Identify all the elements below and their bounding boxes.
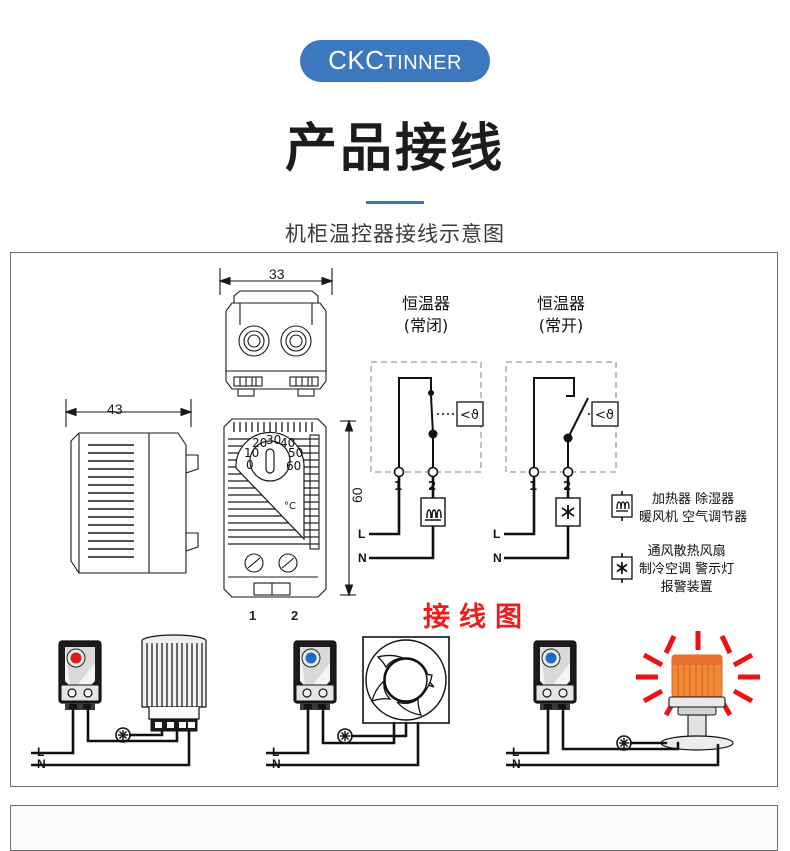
svg-text:0: 0 (246, 458, 254, 472)
circuit-2-line-neutral: N (493, 551, 502, 565)
circuit-2-title-line1: 恒温器 (536, 294, 585, 313)
device-side-view (46, 393, 226, 593)
circuit-1-title: 恒温器 (常闭) (366, 293, 486, 337)
wiring-diagram-red-title: 接线图 (423, 602, 531, 633)
brand-badge-secondary: TINNER (384, 52, 462, 74)
svg-text:10: 10 (244, 446, 259, 460)
wiring-1-line-live: L (37, 745, 45, 759)
wiring-3-line-live: L (512, 745, 520, 759)
brand-badge-primary: CKC (328, 45, 385, 75)
circuit-2-line-live: L (493, 527, 501, 541)
circuit-2-title-line2: (常开) (538, 316, 584, 335)
device-front-view: 0 10 20 30 40 50 60 °C (206, 413, 366, 603)
dimension-width-side: 43 (107, 401, 123, 417)
circuit-1-title-line2: (常闭) (403, 316, 449, 335)
svg-text:<ϑ: <ϑ (595, 408, 614, 423)
circuit-1-line-live: L (358, 527, 366, 541)
legend-fan-icon (609, 553, 635, 583)
circuit-1-title-line1: 恒温器 (401, 294, 450, 313)
svg-text:<ϑ: <ϑ (460, 408, 479, 423)
legend-heater-text: 加热器 除湿器 暖风机 空气调节器 (639, 491, 747, 527)
svg-text:30: 30 (266, 433, 281, 447)
circuit-1-schematic: <ϑ 1 2 (361, 358, 511, 568)
svg-text:°C: °C (284, 501, 296, 512)
dimension-width-top: 33 (269, 266, 285, 282)
wiring-example-heater (31, 623, 281, 778)
legend-heater-line2: 暖风机 空气调节器 (639, 510, 748, 525)
svg-text:60: 60 (286, 459, 301, 473)
wiring-2-line-neutral: N (272, 757, 281, 771)
wiring-1-line-neutral: N (37, 757, 46, 771)
circuit-1-line-neutral: N (358, 551, 367, 565)
legend-heater-line1: 加热器 除湿器 (652, 492, 735, 507)
legend-fan-text: 通风散热风扇 制冷空调 警示灯 报警装置 (639, 543, 734, 597)
svg-text:20: 20 (252, 436, 267, 450)
legend-fan-line3: 报警装置 (660, 580, 713, 595)
circuit-2-schematic: <ϑ 1 2 (496, 358, 646, 568)
wiring-example-beacon (506, 623, 766, 778)
title-divider (366, 201, 424, 204)
wiring-2-line-live: L (272, 745, 280, 759)
terminal-label-1-top: 1 (249, 608, 257, 623)
svg-text:40: 40 (280, 436, 295, 450)
legend-heater-icon (609, 491, 635, 521)
secondary-panel (10, 805, 778, 851)
device-top-view (196, 263, 356, 418)
wiring-3-line-neutral: N (512, 757, 521, 771)
page-subtitle: 机柜温控器接线示意图 (285, 223, 505, 246)
legend-fan-line2: 制冷空调 警示灯 (639, 562, 735, 577)
svg-text:50: 50 (288, 446, 303, 460)
brand-badge: CKCTINNER (300, 40, 490, 82)
diagram-panel: 33 1 2 (10, 252, 778, 787)
page-header: CKCTINNER 产品接线 机柜温控器接线示意图 (0, 0, 790, 248)
wiring-example-fan (266, 623, 516, 778)
circuit-2-title: 恒温器 (常开) (501, 293, 621, 337)
terminal-label-2-top: 2 (291, 608, 299, 623)
legend-fan-line1: 通风散热风扇 (647, 544, 726, 559)
page-title: 产品接线 (284, 119, 505, 179)
